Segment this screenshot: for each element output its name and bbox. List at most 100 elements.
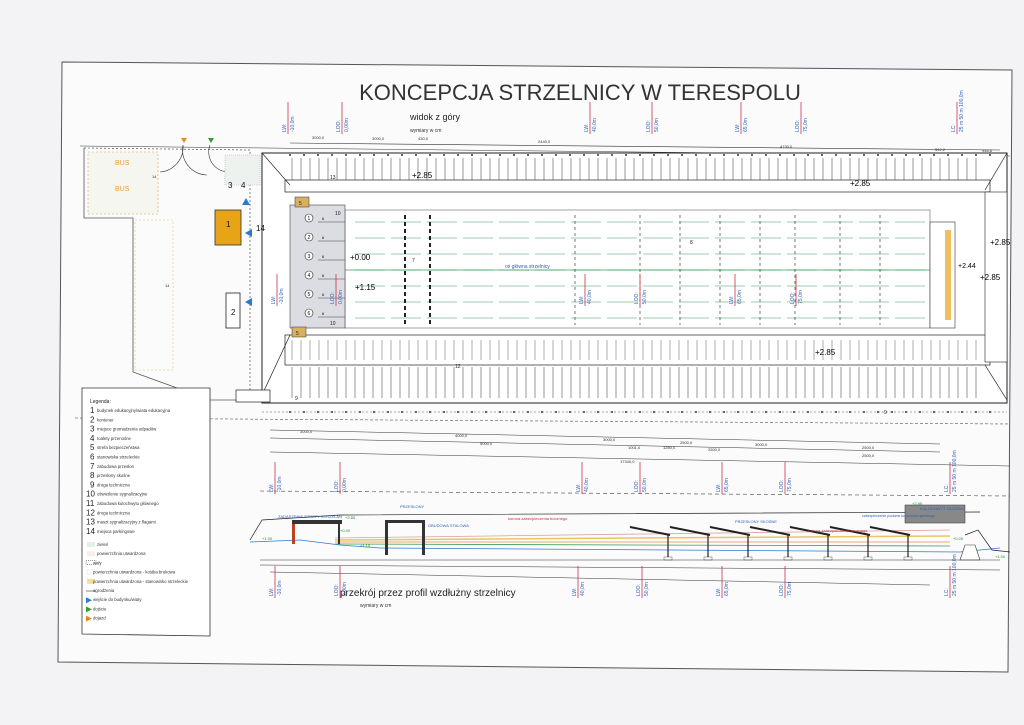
legend-item-number: 1: [90, 406, 95, 415]
legend-item-number: 2: [90, 415, 95, 424]
fence-post: [289, 154, 291, 156]
fence-post: [401, 154, 403, 156]
legend-item-label: stanowiska strzeleckie: [97, 455, 140, 460]
baffle-structure: [385, 520, 425, 523]
container: [225, 292, 241, 329]
legend-item-number: 8: [90, 471, 95, 480]
marker-value: 50,0m: [644, 582, 650, 596]
legend-item-number: 7: [90, 462, 95, 471]
fence-post: [737, 154, 739, 156]
marker-value: 40,0m: [587, 290, 593, 304]
dimension-label: 5000,0: [480, 441, 493, 446]
distance-marker: LW:-10,0m: [269, 462, 283, 494]
section-caption: przekrój przez profil wzdłużny strzelnic…: [340, 588, 516, 599]
slant-baffle: [629, 526, 671, 536]
marker-value: 65,0m: [724, 478, 730, 492]
marker-name: LOO:: [636, 584, 642, 596]
label-5a: 5: [299, 201, 302, 207]
legend-symbol-label: powierzchnia utwardzona: [97, 551, 146, 556]
fence-post: [667, 154, 669, 156]
bus-label: BUS: [115, 186, 130, 193]
legend-item-number: 14: [86, 527, 95, 536]
marker-name: LOO:: [634, 292, 640, 304]
marker-value: 65,0m: [737, 290, 743, 304]
legend-item-number: 6: [90, 453, 95, 462]
fence-post: [947, 154, 949, 156]
top-embankment-inner: [284, 179, 991, 193]
legend-item-number: 13: [86, 518, 95, 527]
distance-marker: LOO:0,00m: [334, 566, 348, 598]
distance-marker: LOO:0,00m: [334, 462, 348, 494]
right-backstop-embankment: [984, 191, 1008, 363]
station-number: 4: [308, 273, 311, 279]
distance-marker: LW:65,0m: [735, 102, 749, 134]
marker-name: LC:: [951, 124, 957, 132]
legend-symbol-label: dojazd: [93, 616, 106, 621]
blue-arrow-icon: [245, 298, 252, 306]
orange-arrow-icon: [181, 138, 187, 143]
distance-marker: LW:40,0m: [572, 566, 586, 598]
dimension-label: 1250,0: [663, 445, 676, 450]
baffle-footing: [663, 556, 673, 561]
fence-post: [345, 154, 347, 156]
legend-item-label: przesłony skośne: [97, 473, 131, 478]
fence-post: [961, 154, 963, 156]
station-label: 6: [322, 273, 325, 278]
legend-item-label: miejsce gromadzenia odpadów: [97, 427, 157, 432]
distance-marker: LOO:50,0m: [646, 102, 660, 134]
baffle-footing: [903, 556, 913, 561]
fence-post: [863, 154, 865, 156]
fence-post: [527, 154, 529, 156]
section-label-backstop: KULOCHWYT GŁÓWNY: [920, 506, 965, 511]
blue-arrow-icon: [242, 198, 250, 205]
station-number: 1: [308, 216, 311, 222]
fence-post: [835, 154, 837, 156]
fence-post: [485, 154, 487, 156]
dimension-label: 430,0: [418, 136, 429, 141]
slant-baffle: [749, 526, 791, 536]
dimension-label: 946,6: [982, 148, 993, 153]
distance-marker: LW:-10,0m: [282, 102, 296, 134]
marker-value: 65,0m: [743, 118, 749, 132]
backstop: [929, 221, 956, 329]
fence-post: [877, 154, 879, 156]
marker-value: 50,0m: [642, 478, 648, 492]
legend-item-label: toalety przenośne: [97, 436, 132, 441]
embankment-icon: [85, 560, 97, 565]
legend-item-number: 5: [90, 443, 95, 452]
fence-post: [793, 154, 795, 156]
marker-name: LW:: [269, 484, 275, 492]
distance-marker: LOO:75,0m: [779, 462, 793, 494]
legend-item-number: 3: [90, 425, 95, 434]
section-elevation: +0.00: [953, 536, 964, 541]
label-13: 13: [330, 175, 336, 181]
dimension-label: 2440,0: [538, 139, 551, 144]
legend-item-number: 10: [86, 490, 95, 499]
dimension-label: 2500,0: [862, 445, 875, 450]
fence-post: [751, 154, 753, 156]
distance-marker: LW:40,0m: [579, 274, 593, 306]
marker-value: 0,00m: [342, 582, 348, 596]
section-elevation: +2.85: [912, 501, 923, 506]
bottom-embankment-hatching: [262, 340, 1007, 413]
marker-name: LW:: [282, 124, 288, 132]
dimension-label: 4000,0: [455, 433, 468, 438]
marker-name: LOO:: [334, 480, 340, 492]
section-units: wymiary w cm: [360, 603, 391, 609]
marker-name: LC:: [944, 588, 950, 596]
section-label-slant-baffles: PRZESŁONY SKOŚNE: [735, 519, 777, 524]
slant-baffles-section: [629, 526, 913, 561]
fence-post: [611, 154, 613, 156]
section-elevation: +1.15: [360, 543, 371, 548]
elevation-mark: +2.85: [412, 171, 433, 180]
distance-marker: LW:-10,0m: [271, 274, 285, 306]
station-circle: [304, 213, 314, 223]
section-label-baffles: PRZESŁONY: [400, 504, 425, 509]
label-14: 14: [165, 283, 170, 288]
fence-post: [695, 154, 697, 156]
fence-line: [83, 148, 250, 401]
legend-item-number: 4: [90, 434, 95, 443]
label-14: 14: [152, 174, 157, 179]
marker-value: 50,0m: [654, 118, 660, 132]
